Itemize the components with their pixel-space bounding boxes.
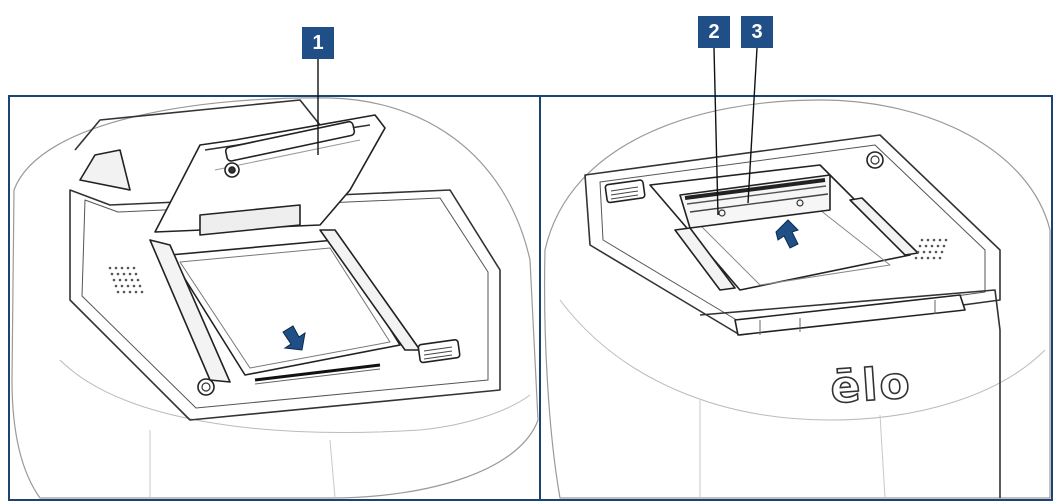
left-panel-illustration (11, 59, 539, 499)
right-panel-border (539, 95, 1053, 501)
insert-paper-arrow-icon (282, 325, 306, 351)
callout-2-label: 2 (708, 20, 720, 43)
callout-1: 1 (302, 27, 334, 59)
callout-2: 2 (698, 16, 730, 48)
callout-3: 3 (741, 16, 773, 48)
device-logo: ēlo (829, 357, 914, 414)
feed-direction-arrow-icon (775, 219, 799, 249)
callout-1-label: 1 (312, 31, 324, 54)
callout-3-label: 3 (751, 20, 763, 43)
right-panel-illustration (543, 47, 1051, 499)
